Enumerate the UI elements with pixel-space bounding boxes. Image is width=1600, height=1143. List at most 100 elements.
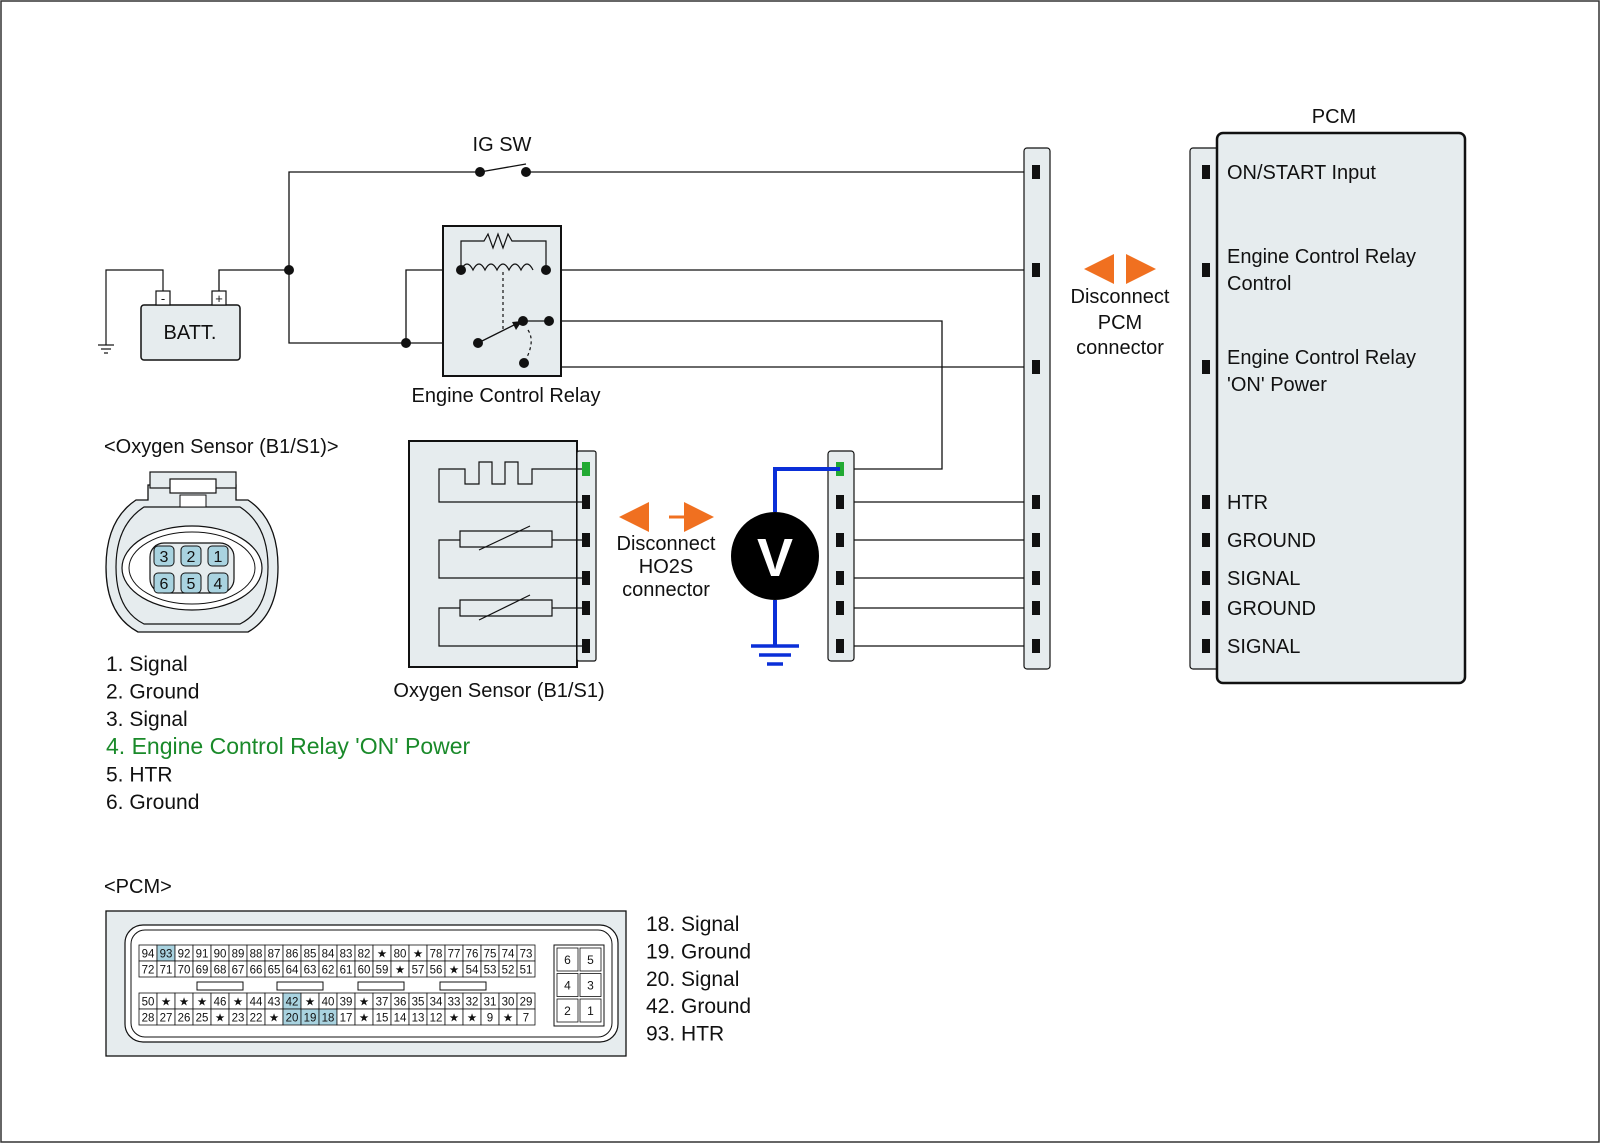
pcm-pin-number: ★ — [413, 949, 423, 961]
pcm-pin-number: ★ — [197, 997, 207, 1009]
disconnect-ho2s-indicator: Disconnect HO2S connector — [617, 502, 716, 601]
ground-icon — [98, 269, 164, 354]
relay-label: Engine Control Relay — [412, 385, 601, 407]
pcm-pin-number: 42 — [286, 997, 299, 1009]
pcm-pin-number: 73 — [520, 949, 533, 961]
pcm-pin-number: ★ — [377, 949, 387, 961]
pcm-pin-number: 60 — [358, 965, 371, 977]
pcm-pin-number: ★ — [359, 1013, 369, 1025]
sensor-pin-number: 4 — [214, 576, 223, 593]
pcm-pin-list-item: 19. Ground — [646, 940, 751, 963]
pcm-pin-number: ★ — [161, 997, 171, 1009]
disconnect-pcm-indicator: Disconnect PCM connector — [1071, 254, 1170, 359]
pcm-small-pin-cell — [556, 998, 579, 1023]
pcm-pin-list-item: 18. Signal — [646, 913, 739, 936]
pcm-pin-number: ★ — [215, 1013, 225, 1025]
pcm-pin-number: 72 — [142, 965, 155, 977]
pcm-pin-number: ★ — [179, 997, 189, 1009]
pcm-pin-number: 63 — [304, 965, 317, 977]
pcm-small-pin-number: 3 — [587, 979, 594, 993]
junction-dot — [401, 338, 411, 348]
sensor-pin-list-item: 2. Ground — [106, 681, 199, 704]
voltmeter-icon: V — [731, 467, 840, 666]
sensor-pin-list-item: 5. HTR — [106, 763, 173, 786]
pcm-title: PCM — [1312, 106, 1356, 128]
pcm-on-start: ON/START Input — [1227, 162, 1376, 184]
pcm-pin-number: 59 — [376, 965, 389, 977]
pcm-pin-number: 64 — [286, 965, 299, 977]
pcm-pin-list: 18. Signal 19. Ground 20. Signal 42. Ground… — [646, 913, 751, 1046]
pcm-pin-number: ★ — [467, 1013, 477, 1025]
pcm-small-pin-cell — [556, 973, 579, 997]
pcm-small-pin-number: 1 — [587, 1004, 594, 1018]
pcm-pin-list-item: 20. Signal — [646, 968, 739, 991]
pcm-pin-number: 70 — [178, 965, 191, 977]
pcm-pin-number: 86 — [286, 949, 299, 961]
pcm-pin-htr: HTR — [1227, 492, 1268, 514]
pcm-pin-number: 18 — [322, 1013, 335, 1025]
pcm-pin-signal-2: SIGNAL — [1227, 636, 1300, 658]
pcm-small-pin-number: 6 — [564, 953, 571, 967]
pcm-pin-number: 91 — [196, 949, 209, 961]
disconnect-ho2s-line2: HO2S — [639, 556, 693, 578]
pcm-pin-number: 78 — [430, 949, 443, 961]
pcm-pin-cell — [516, 960, 536, 978]
sensor-pin-number: 1 — [214, 549, 223, 566]
pcm-pin-number: 34 — [430, 997, 443, 1009]
disconnect-pcm-line1: Disconnect — [1071, 286, 1170, 308]
battery-pos-label: + — [215, 291, 223, 306]
pcm-pin-number: 83 — [340, 949, 353, 961]
pcm-harness-connector — [1023, 147, 1051, 670]
pcm-pin-number: 52 — [502, 965, 515, 977]
junction-dot — [284, 265, 294, 275]
wires — [218, 171, 1032, 647]
pcm-pin-number: 44 — [250, 997, 263, 1009]
sensor-pin-list-item: 3. Signal — [106, 708, 188, 731]
ignition-switch: IG SW — [473, 134, 532, 177]
pcm-pin-number: 13 — [412, 1013, 425, 1025]
pcm-pin-number: 9 — [487, 1013, 493, 1025]
pcm-relay-control-1: Engine Control Relay — [1227, 246, 1416, 268]
pcm-pin-number: 82 — [358, 949, 371, 961]
sensor-pin — [207, 545, 229, 567]
pcm-pin-number: 26 — [178, 1013, 191, 1025]
pcm-relay-power-1: Engine Control Relay — [1227, 347, 1416, 369]
pcm-pin-ground-1: GROUND — [1227, 530, 1316, 552]
sensor-pin-list-item: 4. Engine Control Relay 'ON' Power — [106, 733, 471, 759]
pcm-pin-number: 69 — [196, 965, 209, 977]
pcm-pin-number: 89 — [232, 949, 245, 961]
ho2s-harness-connector — [827, 450, 855, 662]
pcm-pin-number: 76 — [466, 949, 479, 961]
pcm-small-pin-number: 4 — [564, 979, 571, 993]
battery-neg-label: - — [161, 291, 165, 306]
pcm-pin-number: ★ — [395, 965, 405, 977]
pcm-pin-number: 50 — [142, 997, 155, 1009]
pcm-small-pin-number: 2 — [564, 1004, 571, 1018]
pcm-pin-number: 87 — [268, 949, 281, 961]
pcm-pin-number: 29 — [520, 997, 533, 1009]
oxygen-sensor-header: <Oxygen Sensor (B1/S1)> — [104, 436, 339, 458]
pcm-pin-number: 17 — [340, 1013, 353, 1025]
sensor-pin-number: 2 — [187, 549, 196, 566]
pcm-relay-power-2: 'ON' Power — [1227, 374, 1327, 396]
pcm-pin-number: 65 — [268, 965, 281, 977]
pcm-pin-number: 67 — [232, 965, 245, 977]
pcm-pin-number: 77 — [448, 949, 461, 961]
pcm-pin-number: 40 — [322, 997, 335, 1009]
battery: - + BATT. — [140, 290, 241, 361]
oxygen-sensor-caption: Oxygen Sensor (B1/S1) — [393, 680, 604, 702]
pcm-pin-number: 90 — [214, 949, 227, 961]
pcm-pin-number: 27 — [160, 1013, 173, 1025]
pcm-pin-number: ★ — [449, 965, 459, 977]
pcm-pin-cell — [516, 1008, 536, 1026]
pcm-small-pin-cell — [579, 998, 602, 1023]
pcm-pin-number: 93 — [160, 949, 173, 961]
pcm-pin-number: 39 — [340, 997, 353, 1009]
pcm-pin-number: ★ — [503, 1013, 513, 1025]
pcm-pin-number: 23 — [232, 1013, 245, 1025]
pcm-pin-list-item: 42. Ground — [646, 995, 751, 1018]
